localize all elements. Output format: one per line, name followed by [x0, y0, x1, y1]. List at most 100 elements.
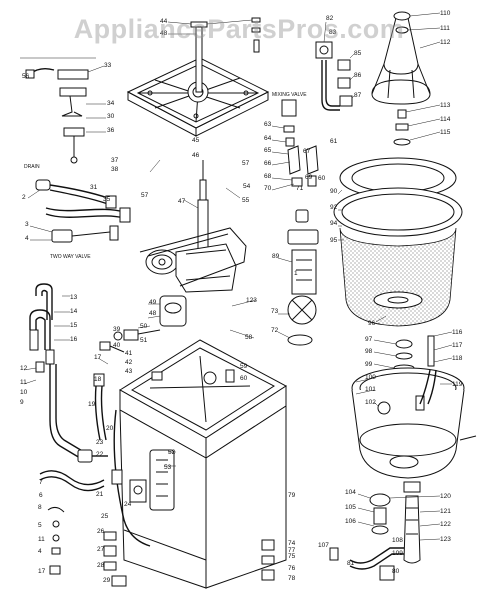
part-number-label: 116: [452, 329, 463, 336]
part-number-label: 17: [38, 568, 46, 575]
part-number-label: 57: [242, 160, 250, 167]
part-number-label: 11: [38, 536, 45, 543]
part-number-label: 38: [111, 166, 119, 173]
part-number-label: 1: [294, 270, 298, 277]
part-number-label: 55: [242, 197, 250, 204]
part-number-label: 37: [111, 157, 119, 164]
part-number-label: 41: [125, 350, 133, 357]
part-number-label: 87: [354, 92, 362, 99]
part-number-label: 104: [345, 489, 356, 496]
part-number-label: 8: [38, 504, 42, 511]
part-number-label: 50: [140, 323, 148, 330]
part-number-label: 5: [38, 522, 42, 529]
part-number-label: 4: [25, 235, 29, 242]
part-number-label: 121: [440, 508, 451, 515]
part-number-label: 23: [96, 439, 104, 446]
part-number-label: 16: [70, 336, 78, 343]
part-number-label: 54: [243, 183, 251, 190]
part-number-label: 122: [440, 521, 451, 528]
hose-coils-left: [29, 283, 108, 492]
part-number-label: 49: [149, 299, 157, 306]
part-number-label: 98: [365, 348, 373, 355]
part-number-label: 6: [39, 492, 43, 499]
part-number-label: 30: [107, 113, 115, 120]
part-number-label: 113: [440, 102, 451, 109]
part-number-label: 115: [440, 129, 451, 136]
part-number-label: 123: [246, 297, 257, 304]
part-number-label: 70: [264, 185, 272, 192]
part-number-label: 117: [452, 342, 463, 349]
part-number-label: 60: [318, 175, 326, 182]
part-number-label: 2: [22, 194, 26, 201]
part-number-label: 59: [240, 363, 248, 370]
two-way-valve-callout: TWO WAY VALVE: [50, 254, 91, 260]
part-number-label: 17: [94, 354, 102, 361]
part-number-label: 82: [326, 15, 334, 22]
part-number-label: 72: [271, 327, 279, 334]
agitator: [371, 11, 441, 105]
part-number-label: 20: [106, 425, 114, 432]
agitator-cap-parts: [393, 104, 441, 146]
part-number-label: 13: [70, 294, 78, 301]
part-number-label: 89: [272, 253, 280, 260]
part-number-label: 114: [440, 116, 451, 123]
part-number-label: 52: [168, 449, 176, 456]
part-number-label: 81: [347, 560, 355, 567]
part-number-label: 43: [125, 368, 133, 375]
part-number-label: 100: [365, 374, 376, 381]
part-number-label: 119: [452, 381, 463, 388]
part-number-label: 79: [288, 492, 296, 499]
part-number-label: 58: [245, 334, 253, 341]
bracket-parts-left: [20, 57, 106, 164]
gearcase-assembly: [139, 160, 247, 327]
part-number-label: 101: [365, 386, 376, 393]
part-number-label: 3: [25, 221, 29, 228]
part-number-label: 7: [39, 479, 43, 486]
part-number-label: 39: [113, 326, 121, 333]
part-number-label: 31: [90, 184, 98, 191]
part-number-label: 44: [160, 18, 168, 25]
part-number-label: 123: [440, 536, 451, 543]
part-number-label: 120: [440, 493, 451, 500]
part-number-label: 74: [288, 540, 296, 547]
part-number-label: 19: [88, 401, 96, 408]
part-number-label: 107: [318, 542, 329, 549]
tub-seal-stack: [373, 339, 415, 372]
tub-hoses-right: [419, 331, 477, 441]
part-number-label: 33: [104, 62, 112, 69]
part-number-label: 118: [452, 355, 463, 362]
part-number-label: 12: [20, 365, 28, 372]
part-number-label: 63: [264, 121, 272, 128]
part-number-label: 78: [288, 575, 296, 582]
part-number-label: 22: [96, 451, 104, 458]
part-number-label: 35: [103, 196, 111, 203]
part-number-label: 29: [103, 577, 111, 584]
part-number-label: 86: [354, 72, 362, 79]
part-number-label: 25: [101, 513, 109, 520]
pump-bottom-right: [329, 481, 441, 581]
part-number-label: 57: [141, 192, 149, 199]
part-number-label: 28: [97, 562, 105, 569]
part-number-label: 67: [303, 148, 311, 155]
part-number-label: 27: [97, 546, 105, 553]
motor-coupling: [277, 229, 319, 346]
part-number-label: 105: [345, 504, 356, 511]
part-number-label: 108: [392, 537, 403, 544]
drain-callout: DRAIN: [24, 164, 40, 170]
part-number-label: 76: [288, 565, 296, 572]
part-number-label: 26: [97, 528, 105, 535]
part-number-label: 73: [271, 308, 279, 315]
part-number-label: 48: [160, 30, 168, 37]
part-number-label: 68: [264, 173, 272, 180]
leveling-feet: [103, 531, 275, 587]
part-number-label: 46: [192, 152, 200, 159]
part-number-label: 75: [288, 553, 296, 560]
part-number-label: 71: [296, 185, 304, 192]
part-number-label: 10: [20, 389, 28, 396]
part-number-label: 106: [345, 518, 356, 525]
part-number-label: 9: [20, 399, 24, 406]
part-number-label: 66: [264, 160, 272, 167]
part-number-label: 34: [107, 100, 115, 107]
